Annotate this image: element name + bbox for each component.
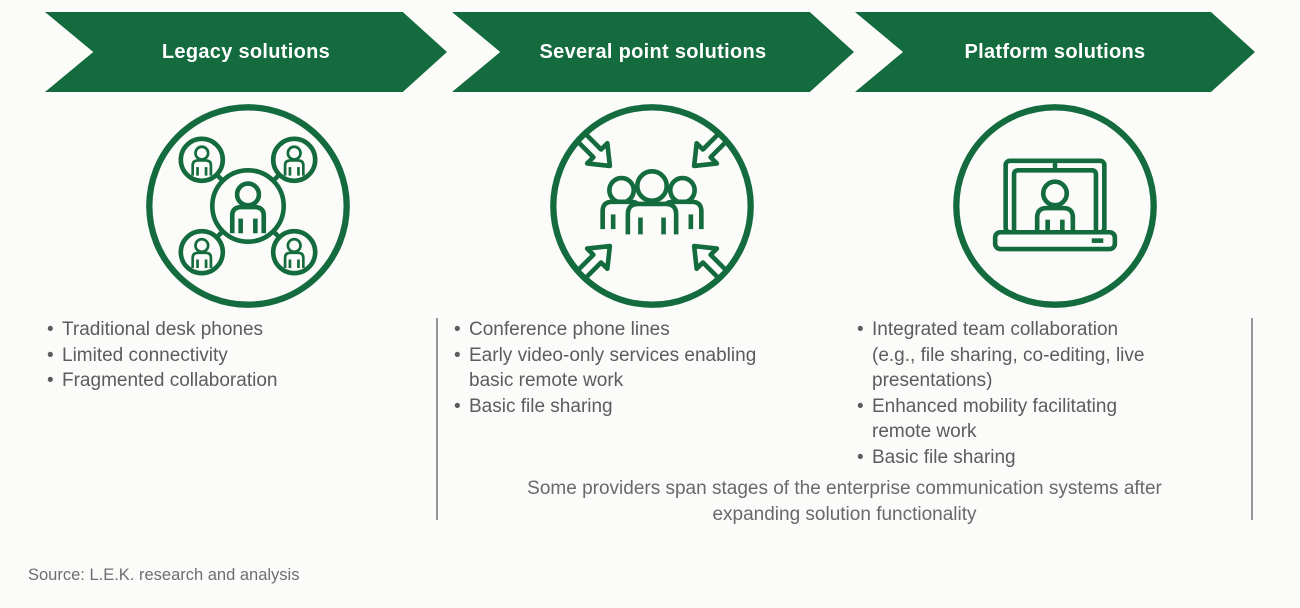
laptop-video-call-icon: [950, 101, 1160, 311]
list-item: Traditional desk phones: [45, 317, 415, 343]
divider-right: [1251, 318, 1253, 520]
list-item: Limited connectivity: [45, 343, 415, 369]
list-item: Enhanced mobility facilitating remote wo…: [855, 394, 1165, 445]
banner-label: Several point solutions: [539, 40, 767, 63]
banner-several-point-solutions: Several point solutions: [452, 12, 854, 92]
platform-solutions-bullet-list: Integrated team collaboration (e.g., fil…: [855, 317, 1165, 470]
people-network-icon: [143, 101, 353, 311]
list-item: Integrated team collaboration (e.g., fil…: [855, 317, 1165, 394]
list-item: Fragmented collaboration: [45, 368, 415, 394]
source-line: Source: L.E.K. research and analysis: [28, 566, 300, 584]
spanning-note-text: Some providers span stages of the enterp…: [527, 478, 1162, 525]
several-point-solutions-bullet-list: Conference phone lines Early video-only …: [452, 317, 782, 419]
list-item: Conference phone lines: [452, 317, 782, 343]
banner-label: Legacy solutions: [161, 40, 331, 63]
people-converging-icon: [547, 101, 757, 311]
banner-platform-solutions: Platform solutions: [855, 12, 1255, 92]
divider-left: [436, 318, 438, 520]
list-item: Basic file sharing: [452, 394, 782, 420]
list-item: Basic file sharing: [855, 445, 1165, 471]
banner-label: Platform solutions: [964, 40, 1146, 63]
legacy-solutions-bullet-list: Traditional desk phones Limited connecti…: [45, 317, 415, 394]
banner-legacy-solutions: Legacy solutions: [45, 12, 447, 92]
spanning-note: Some providers span stages of the enterp…: [437, 476, 1252, 528]
list-item: Early video-only services enabling basic…: [452, 343, 782, 394]
